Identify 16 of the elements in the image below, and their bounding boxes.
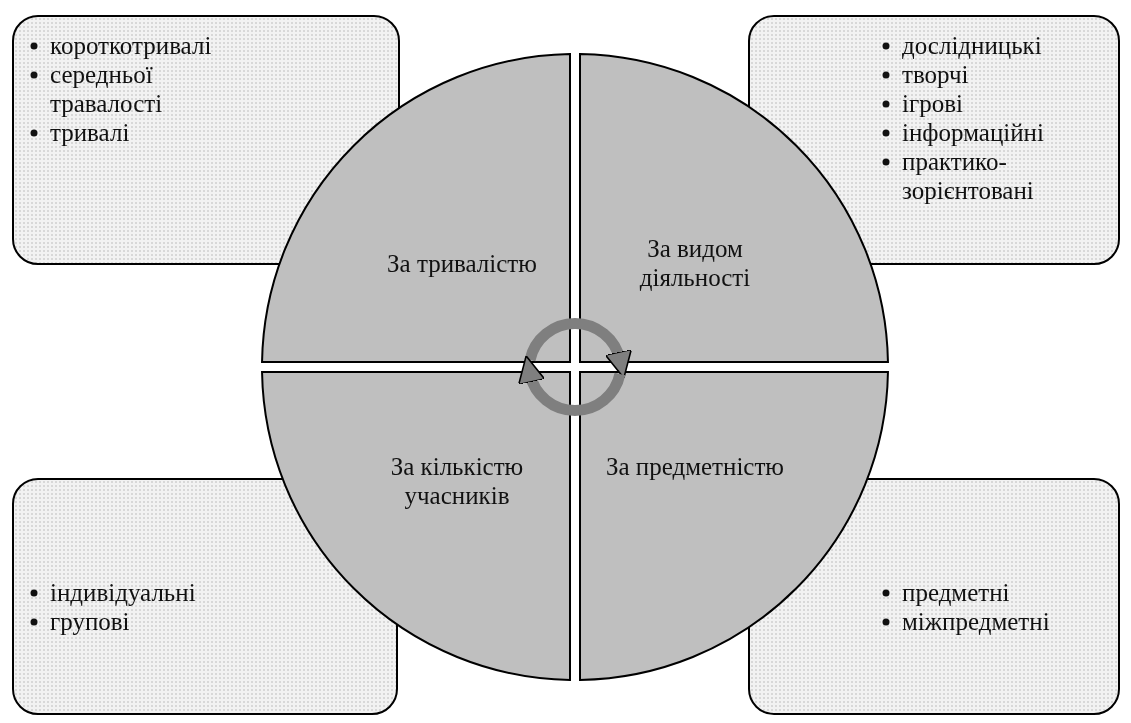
- quadrant-label: За видом діяльності: [638, 234, 752, 292]
- curved-arrow: [518, 355, 626, 416]
- quadrant-label: За кількістю учасників: [389, 452, 525, 510]
- list-item: короткотривалі: [50, 31, 213, 60]
- list-item: тривалі: [50, 118, 131, 147]
- list-item: групові: [50, 607, 131, 636]
- list-item: інформаційні: [902, 118, 1045, 147]
- list-item: індивідуальні: [50, 578, 197, 607]
- list-item: ігрові: [902, 89, 964, 118]
- list-item: дослідницькі: [902, 31, 1043, 60]
- list-item: практико-зорієнтовані: [902, 147, 1035, 205]
- list-item: творчі: [902, 60, 970, 89]
- quadrant-label: За предметністю: [604, 452, 786, 481]
- quadrant-label: За тривалістю: [386, 249, 538, 278]
- list-item: предметні: [902, 578, 1011, 607]
- list-item: міжпредметні: [902, 607, 1051, 636]
